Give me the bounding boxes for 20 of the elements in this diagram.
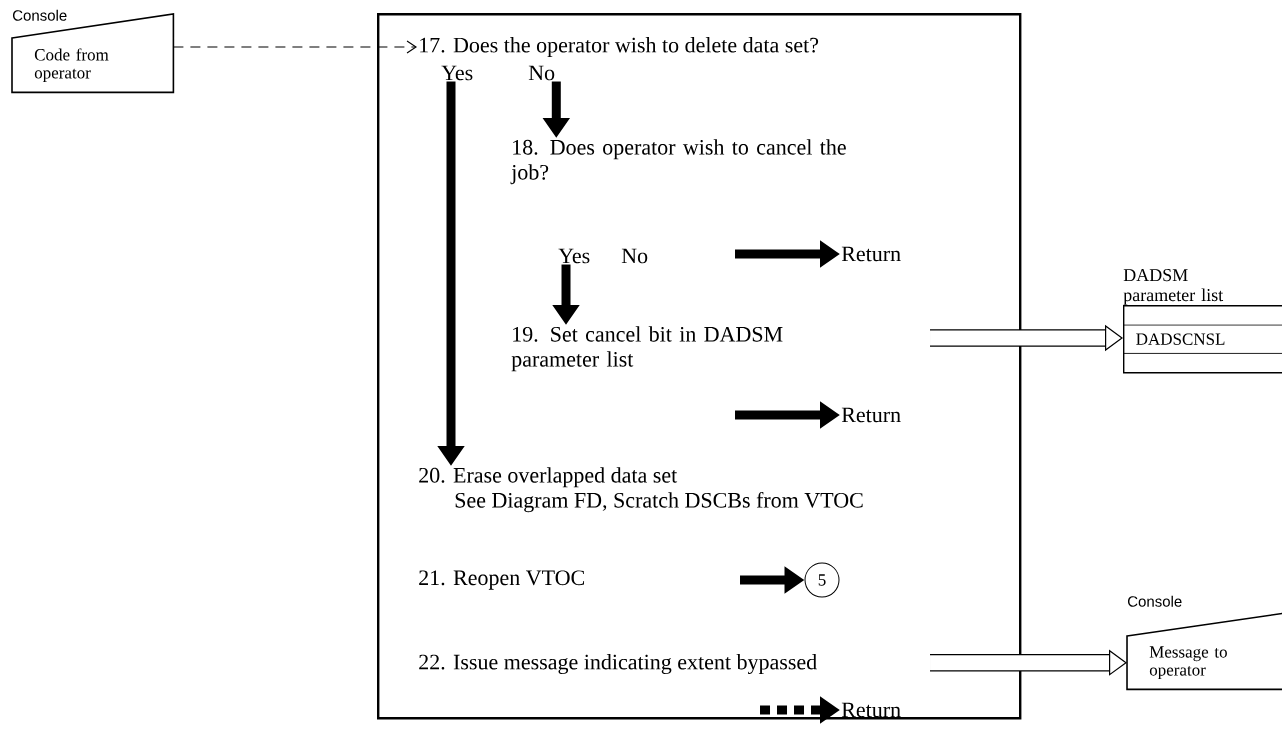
caption-label: Console: [12, 9, 67, 21]
caption-label: Console: [1128, 595, 1182, 607]
step-text: 17. Does the operator wish to delete data set?: [420, 37, 819, 57]
step-text: 21. Reopen VTOC: [419, 570, 585, 590]
process-box: [377, 13, 1022, 720]
step-text: 22. Issue message indicating extent bypassed: [419, 654, 817, 674]
branch-label: Yes: [558, 248, 590, 264]
step-text: 19. Set cancel bit in DADSM parameter list: [511, 326, 783, 372]
branch-label: No: [528, 65, 555, 81]
step-text: 18. Does operator wish to cancel the job?: [510, 139, 846, 185]
branch-label: Return: [841, 702, 901, 718]
data-table: DADSCNSL: [1122, 305, 1282, 374]
table-heading: DADSM parameter list: [1123, 269, 1224, 305]
dashed-arrow: [172, 40, 417, 54]
branch-label: Yes: [441, 65, 473, 81]
data-arrow: [930, 649, 1127, 676]
branch-label: Return: [841, 407, 901, 423]
branch-label: Return: [841, 246, 901, 262]
branch-label: No: [621, 248, 648, 264]
step-text: 20. Erase overlapped data set See Diagram FD, Scratch DSCBs from VTOC: [419, 467, 863, 513]
